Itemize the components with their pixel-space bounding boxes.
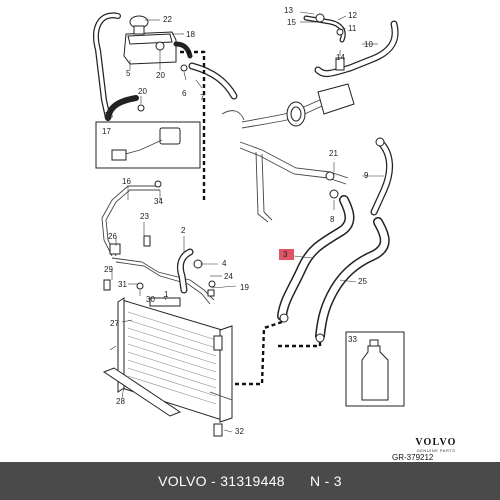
- callout-29: 29: [104, 265, 113, 274]
- connector-line: [276, 342, 322, 348]
- callout-13: 13: [284, 6, 293, 15]
- callout-21: 21: [329, 149, 338, 158]
- callout-31: 31: [118, 280, 127, 289]
- callout-9: 9: [364, 171, 369, 180]
- callout-19: 19: [240, 283, 249, 292]
- brand-name: VOLVO: [415, 437, 457, 448]
- footer-brand: VOLVO: [158, 473, 207, 489]
- callout-6: 6: [182, 89, 187, 98]
- sensor-detail-box: [95, 121, 201, 169]
- callout-33: 33: [348, 335, 357, 344]
- volvo-brand-logo: VOLVO GENUINE PARTS: [386, 437, 486, 454]
- callout-11: 11: [348, 24, 357, 33]
- figure-code: GR-379212: [392, 453, 434, 462]
- callout-34: 34: [154, 197, 163, 206]
- callout-32: 32: [235, 427, 244, 436]
- bleed-hoses: [101, 180, 215, 305]
- radiator-hoses: [277, 189, 390, 343]
- highlighted-part-marker: [279, 249, 294, 260]
- callout-5: 5: [126, 69, 131, 78]
- callout-17: 17: [102, 127, 111, 136]
- callout-25: 25: [358, 277, 367, 286]
- thermostat-housing-assembly: [221, 13, 399, 129]
- footer-position: N - 3: [310, 473, 342, 489]
- callout-8: 8: [330, 215, 335, 224]
- callout-23: 23: [140, 212, 149, 221]
- callout-27: 27: [110, 319, 119, 328]
- callout-14: 14: [336, 53, 345, 62]
- footer-separator: -: [211, 473, 216, 489]
- callout-1: 1: [164, 290, 169, 299]
- callout-15: 15: [287, 18, 296, 27]
- callout-22: 22: [163, 15, 172, 24]
- callout-12: 12: [348, 11, 357, 20]
- callout-20-left: 20: [138, 87, 147, 96]
- callout-30: 30: [146, 295, 155, 304]
- coolant-bottle-box: [345, 331, 405, 407]
- callout-16: 16: [122, 177, 131, 186]
- brand-subtitle: GENUINE PARTS: [416, 448, 456, 453]
- hose-2: [176, 248, 216, 297]
- callout-26: 26: [108, 232, 117, 241]
- callout-20-top: 20: [156, 71, 165, 80]
- footer-bar: VOLVO - 31319448 N - 3: [0, 462, 500, 500]
- leader-lines: [107, 11, 384, 433]
- cooling-system-diagram: 22 18 5 20 6 7 20 18 13 15 12 11 10 14 1…: [93, 6, 405, 437]
- callout-4: 4: [222, 259, 227, 268]
- expansion-tank-assembly: [93, 12, 238, 200]
- callout-18-left: 18: [104, 111, 113, 120]
- footer-part-number: 31319448: [220, 473, 285, 489]
- callout-24: 24: [224, 272, 233, 281]
- callout-3-highlighted[interactable]: 3: [283, 250, 288, 259]
- hose-9: [370, 137, 393, 216]
- callout-2: 2: [181, 226, 186, 235]
- heater-pipe: [239, 141, 349, 223]
- callout-7: 7: [200, 93, 205, 102]
- callout-18: 18: [186, 30, 195, 39]
- connector-line: [232, 320, 283, 386]
- callout-28: 28: [116, 397, 125, 406]
- callout-10: 10: [364, 40, 373, 49]
- radiator: [102, 279, 233, 437]
